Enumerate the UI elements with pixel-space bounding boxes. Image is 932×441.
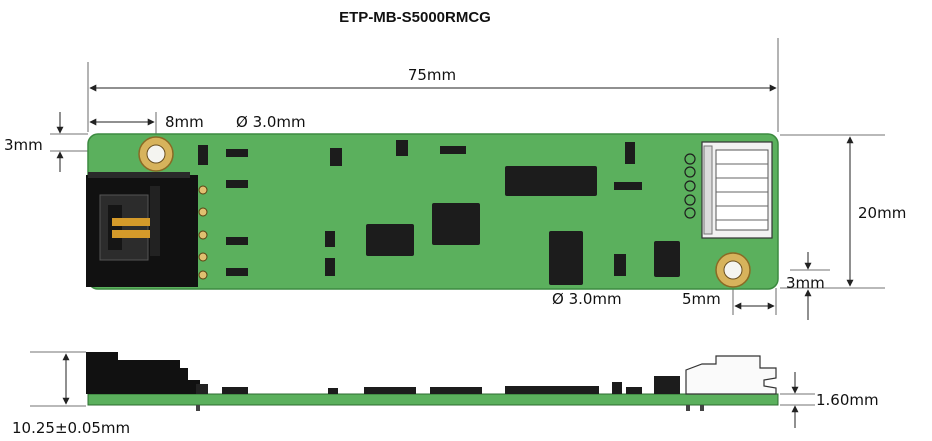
signal-connector bbox=[701, 141, 773, 239]
mounting-hole-bottom-right bbox=[715, 252, 751, 288]
side-signal-connector bbox=[685, 355, 777, 395]
pcb-side-view bbox=[86, 352, 779, 411]
dimension-edge-right-label: 3mm bbox=[786, 274, 825, 292]
dimension-hole-offset-right-label: 5mm bbox=[682, 290, 721, 308]
signal-pads bbox=[684, 153, 696, 219]
dimension-total-height-label: 10.25±0.05mm bbox=[12, 419, 130, 437]
dimension-hole-offset-label: 8mm bbox=[165, 113, 204, 131]
dimension-hole-diameter-top-label: Ø 3.0mm bbox=[236, 113, 306, 131]
dimension-length-label: 75mm bbox=[408, 66, 456, 84]
ic-square bbox=[432, 203, 480, 245]
dimension-thickness-label: 1.60mm bbox=[816, 391, 879, 409]
ic-medium bbox=[366, 224, 414, 256]
ic-chips bbox=[366, 166, 680, 285]
side-power-connector bbox=[86, 352, 200, 394]
ic-small bbox=[654, 241, 680, 277]
ic-vertical bbox=[549, 231, 583, 285]
dimension-edge-top-label: 3mm bbox=[4, 136, 43, 154]
ic-large bbox=[505, 166, 597, 196]
pcb-top-view bbox=[86, 133, 779, 290]
power-connector bbox=[86, 172, 198, 287]
dimension-hole-diameter-bottom-label: Ø 3.0mm bbox=[552, 290, 622, 308]
connector-pins bbox=[198, 185, 208, 280]
dimension-height-label: 20mm bbox=[858, 204, 906, 222]
diagram-title: ETP-MB-S5000RMCG bbox=[339, 9, 491, 26]
smd-components bbox=[198, 140, 642, 276]
mounting-hole-top-left bbox=[138, 136, 174, 172]
side-board bbox=[87, 393, 779, 406]
